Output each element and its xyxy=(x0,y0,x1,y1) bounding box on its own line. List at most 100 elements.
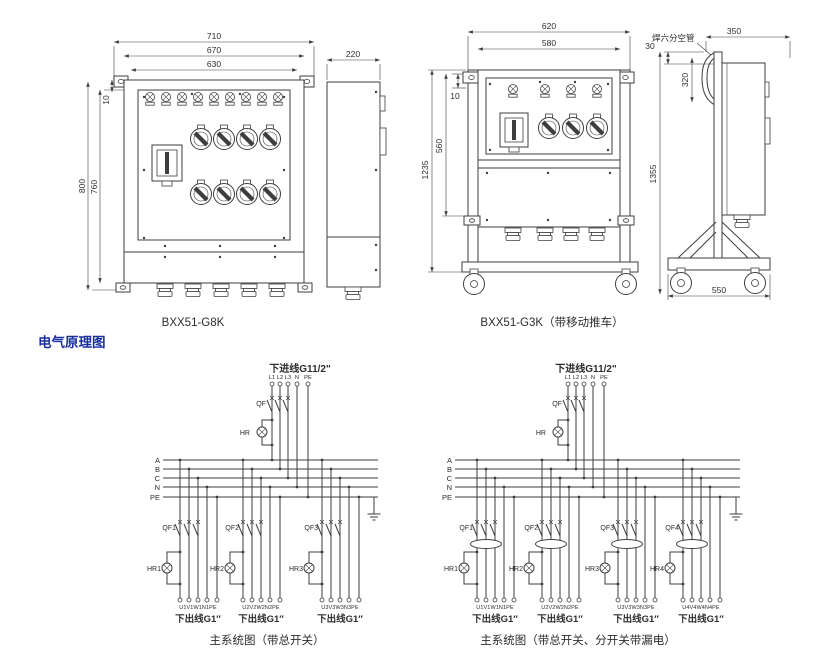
terminal-labels: U4V4W4N4PE xyxy=(682,605,720,611)
dim-580: 580 xyxy=(542,38,556,48)
hr-branch-label: HR3 xyxy=(289,566,303,573)
hr-branch-label: HR1 xyxy=(147,566,161,573)
qf-branch-label: QF2 xyxy=(524,525,538,532)
hr-branch-label: HR4 xyxy=(650,566,664,573)
cable-gland xyxy=(344,286,362,300)
dim-1355: 1355 xyxy=(648,164,658,183)
outlet-label: 下出线G1″ xyxy=(317,613,363,625)
dim-630: 630 xyxy=(207,59,221,69)
qf-branch-label: QF3 xyxy=(304,525,318,532)
panel-screws xyxy=(142,92,286,259)
schematic-left: 下进线G11/2" L1 L2 L3 N PE QF HR A B C N PE… xyxy=(147,362,381,647)
hr-main-label: HR xyxy=(536,430,546,437)
hr-branch-label: HR3 xyxy=(585,566,599,573)
qf-main-label: QF xyxy=(552,401,562,408)
hr-main-label: HR xyxy=(240,430,250,437)
outlet-label: 下出线G1″ xyxy=(238,613,284,625)
terminal-labels: U2V2W2N2PE xyxy=(242,605,280,611)
wheel xyxy=(463,268,485,295)
trolley-handle xyxy=(701,51,718,107)
dim-350: 350 xyxy=(727,26,741,36)
inlet-term: L1 xyxy=(565,375,571,381)
g8k-side-view: 220 xyxy=(326,49,387,300)
terminal-labels: U2V2W2N2PE xyxy=(541,605,579,611)
dim-1235: 1235 xyxy=(420,160,430,179)
g8k-label: BXX51-G8K xyxy=(162,317,225,329)
bus-label-pe: PE xyxy=(442,493,452,502)
bus-label-pe: PE xyxy=(150,493,160,502)
dim-220: 220 xyxy=(346,49,360,59)
schematic-caption: 主系统图（带总开关、分开关带漏电） xyxy=(480,633,676,647)
outlet-label: 下出线G1″ xyxy=(678,613,724,625)
main-switch xyxy=(151,144,183,187)
dim-670: 670 xyxy=(207,45,221,55)
qf-branch-label: QF4 xyxy=(665,525,679,532)
incoming-feeder-symbol xyxy=(257,382,310,498)
wheel xyxy=(615,268,637,295)
schematic-right: 下进线G11/2" L1 L2 L3 N PE QF HR A B C N PE… xyxy=(442,362,743,647)
bus-label-a: A xyxy=(155,456,160,465)
qf-branch-label: QF1 xyxy=(162,525,176,532)
bus-label-n: N xyxy=(447,483,452,492)
qf-branch-label: QF1 xyxy=(459,525,473,532)
schematic-caption: 主系统图（带总开关） xyxy=(210,633,325,647)
ground-symbol xyxy=(367,505,381,521)
bus-label-b: B xyxy=(447,465,452,474)
section-title: 电气原理图 xyxy=(38,334,106,350)
qf-branch-label: QF3 xyxy=(600,525,614,532)
terminal-labels: U1V1W1N1PE xyxy=(179,605,217,611)
cable-gland xyxy=(733,214,751,228)
bus-label-c: C xyxy=(155,474,161,483)
wheel xyxy=(744,267,766,294)
inlet-term: N xyxy=(295,375,299,381)
inlet-term: L2 xyxy=(277,375,283,381)
hr-branch-label: HR2 xyxy=(210,566,224,573)
dim-10: 10 xyxy=(101,95,111,105)
dim-800: 800 xyxy=(77,179,87,193)
inlet-term: PE xyxy=(600,375,608,381)
bus-label-a: A xyxy=(447,456,452,465)
outlet-label: 下出线G1″ xyxy=(175,613,221,625)
socket-row xyxy=(539,114,608,139)
incoming-feeder-symbol xyxy=(553,382,606,498)
inlet-term: N xyxy=(591,375,595,381)
outlet-label: 下出线G1″ xyxy=(613,613,659,625)
dim-10b: 10 xyxy=(450,91,460,101)
qf-branch-label: QF2 xyxy=(225,525,239,532)
inlet-term: L3 xyxy=(285,375,291,381)
wheel xyxy=(670,267,692,294)
weld-pipe-note: 焊六分空管 xyxy=(652,33,695,43)
dim-710: 710 xyxy=(207,31,221,41)
ground-symbol xyxy=(729,505,743,521)
qf-main-label: QF xyxy=(256,401,266,408)
hr-branch-label: HR2 xyxy=(509,566,523,573)
inlet-label: 下进线G11/2" xyxy=(555,362,617,375)
bus-label-b: B xyxy=(155,465,160,474)
g3k-side-view: 350 焊六分空管 30 320 1355 550 xyxy=(645,26,791,300)
cable-glands xyxy=(156,283,286,297)
terminal-labels: U3V3W3N3PE xyxy=(617,605,655,611)
dim-620: 620 xyxy=(542,21,556,31)
panel-screws xyxy=(485,80,612,222)
hr-branch-label: HR1 xyxy=(444,566,458,573)
g3k-front-view: 620 580 10 1235 560 BXX xyxy=(420,21,639,329)
terminal-labels: U3V3W3N3PE xyxy=(321,605,359,611)
g3k-label: BXX51-G3K（带移动推车） xyxy=(480,315,623,329)
inlet-term: L1 xyxy=(269,375,275,381)
inlet-term: L3 xyxy=(581,375,587,381)
bus-label-c: C xyxy=(447,474,453,483)
main-switch xyxy=(499,112,529,153)
inlet-term: L2 xyxy=(573,375,579,381)
dim-760: 760 xyxy=(89,180,99,194)
dim-550: 550 xyxy=(712,285,726,295)
bus-label-n: N xyxy=(155,483,160,492)
dim-560: 560 xyxy=(434,139,444,153)
cable-glands xyxy=(504,227,606,241)
terminal-labels: U1V1W1N1PE xyxy=(476,605,514,611)
outlet-label: 下出线G1″ xyxy=(537,613,583,625)
inlet-term: PE xyxy=(304,375,312,381)
indicator-lamp-row xyxy=(145,92,283,106)
g8k-front-view: 710 670 630 800 760 10 xyxy=(77,31,315,329)
